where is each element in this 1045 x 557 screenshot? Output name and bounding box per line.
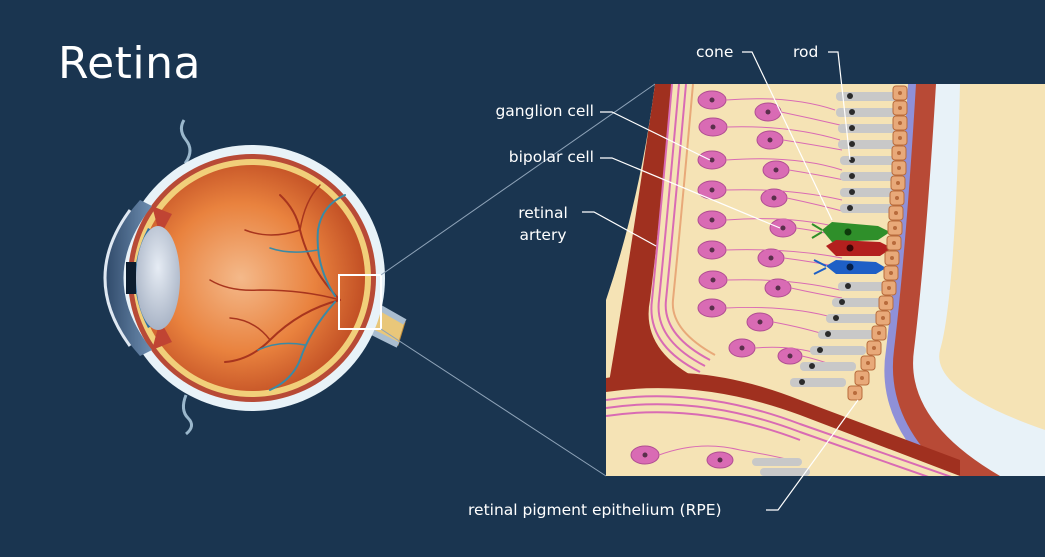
ganglion-leader [600, 111, 711, 161]
page-title: Retina [58, 38, 201, 89]
pupil [126, 262, 136, 294]
label-retinal-artery-line1: retinal [518, 204, 568, 222]
eye-muscle-bottom [181, 394, 193, 436]
choroid-band [890, 84, 1000, 476]
sclera-band [910, 84, 1045, 476]
cone-blue [826, 260, 886, 274]
cone-green [822, 222, 890, 242]
vitreous [139, 165, 365, 391]
cone-leader [742, 51, 833, 221]
rod-leader [828, 51, 851, 161]
bruchs-band [884, 84, 950, 476]
zoom-line-bottom [380, 328, 607, 477]
cone-red [826, 240, 892, 256]
label-retinal-artery-line2: artery [519, 226, 567, 244]
cone-cells [811, 222, 892, 275]
label-bipolar-cell: bipolar cell [508, 148, 594, 166]
retina-zoom-panel [606, 84, 1045, 476]
retinal-blood-vessels [209, 184, 346, 391]
rod-cells [752, 92, 898, 476]
bipolar-leader [600, 157, 781, 229]
label-ganglion-cell: ganglion cell [495, 102, 594, 120]
label-rod: rod [793, 43, 819, 61]
zoom-line-top [380, 83, 656, 276]
eye-muscle-top [179, 119, 201, 172]
label-cone: cone [696, 43, 734, 61]
artery-leader [582, 211, 657, 247]
leader-lines [582, 51, 859, 511]
label-rpe: retinal pigment epithelium (RPE) [468, 501, 722, 519]
lens [136, 226, 180, 330]
lower-fold-tissue [606, 388, 960, 476]
eyeball-cross-section [103, 119, 407, 436]
cornea [105, 200, 152, 356]
rpe-leader [766, 399, 859, 511]
highlight-box [338, 274, 382, 330]
